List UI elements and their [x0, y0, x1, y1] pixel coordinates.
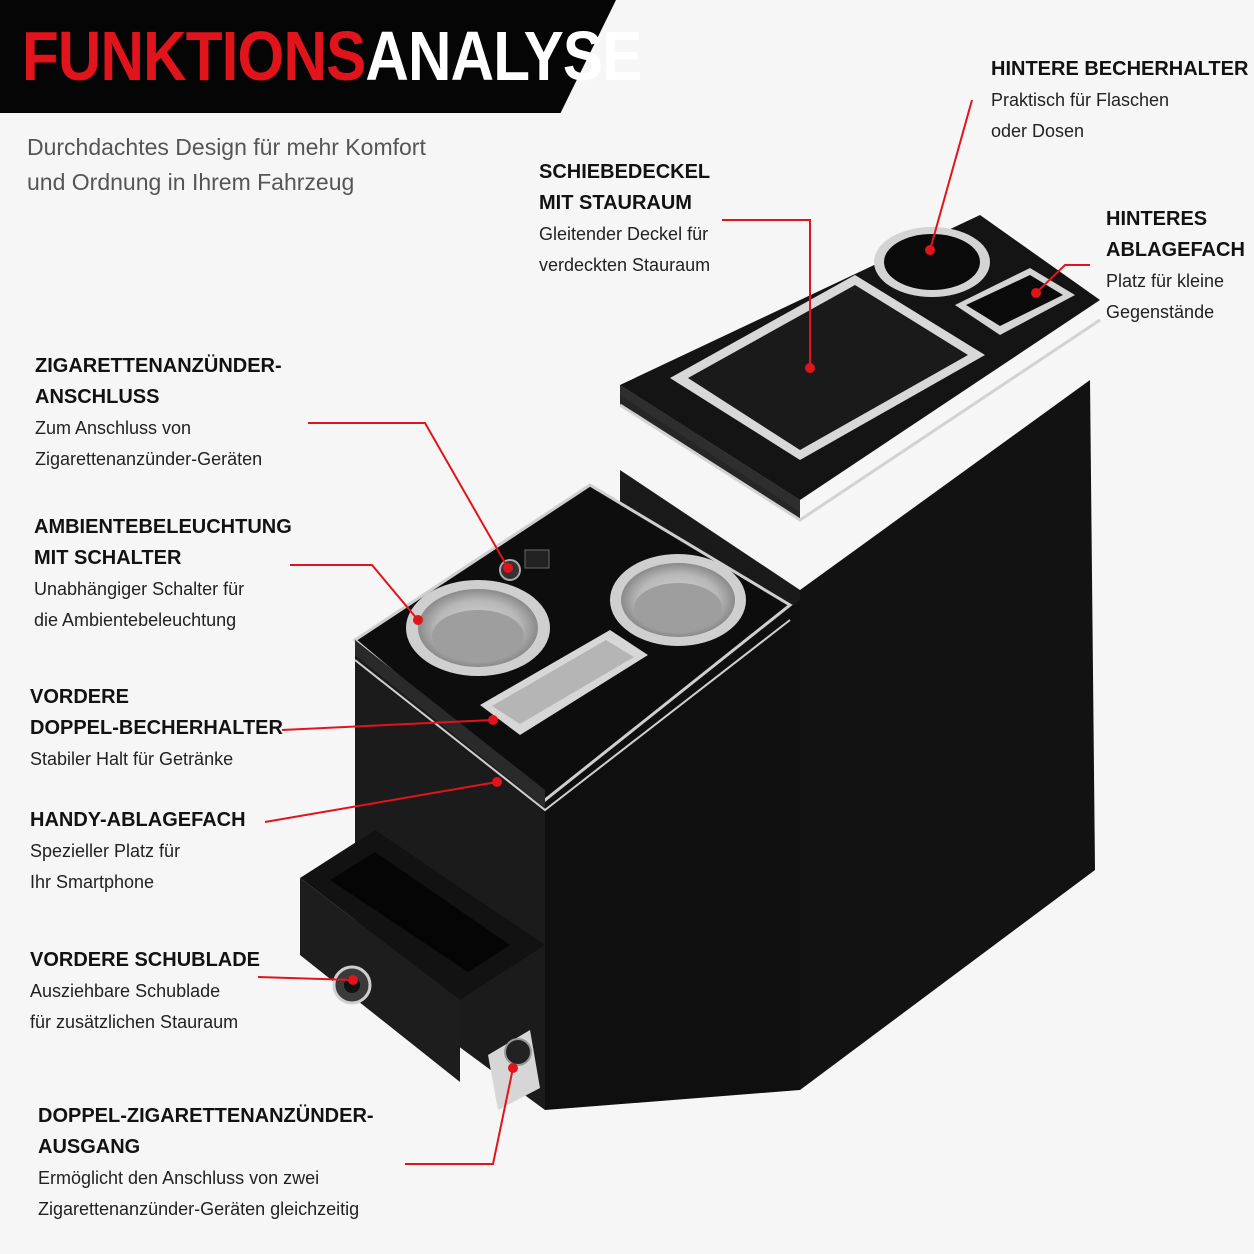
- callout-heading: ZIGARETTENANZÜNDER-: [35, 355, 282, 377]
- callout-heading: MIT SCHALTER: [34, 547, 182, 569]
- callout-description: Praktisch für Flaschen: [991, 90, 1170, 110]
- callout-handy-ablagefach: HANDY-ABLAGEFACH Spezieller Platz für Ih…: [30, 805, 246, 898]
- callout-doppel-zigarettenanzuender-ausgang: DOPPEL-ZIGARETTENANZÜNDER- AUSGANG Ermög…: [38, 1101, 374, 1225]
- callout-heading: ABLAGEFACH: [1106, 239, 1245, 261]
- line-zigarettenanzuender: [308, 422, 509, 569]
- line-doppel-becherhalter: [281, 719, 494, 731]
- line-schublade: [257, 976, 354, 981]
- front-drawer: [300, 830, 545, 1082]
- callout-heading: HINTERE BECHERHALTER: [991, 58, 1249, 80]
- callout-description: Unabhängiger Schalter für: [34, 579, 245, 599]
- callout-ambientebeleuchtung: AMBIENTEBELEUCHTUNG MIT SCHALTER Unabhän…: [34, 512, 292, 636]
- callout-lines: [257, 99, 1090, 1165]
- callout-heading: DOPPEL-ZIGARETTENANZÜNDER-: [38, 1105, 374, 1127]
- callout-heading: VORDERE: [30, 686, 129, 708]
- title-part-red: FUNKTIONS: [22, 17, 366, 95]
- line-schiebedeckel: [722, 219, 811, 368]
- callout-heading: VORDERE SCHUBLADE: [30, 949, 261, 971]
- callout-description: Zum Anschluss von: [35, 418, 192, 438]
- line-doppel-ausgang: [405, 1067, 514, 1165]
- line-hintere-becherhalter: [929, 99, 973, 251]
- rear-lid: [619, 215, 1101, 522]
- callout-description: Zigarettenanzünder-Geräten: [35, 449, 263, 469]
- sliding-lid-tray: [670, 275, 985, 460]
- callout-description: für zusätzlichen Stauraum: [30, 1012, 239, 1032]
- callout-hinteres-ablagefach: HINTERES ABLAGEFACH Platz für kleine Geg…: [1106, 204, 1245, 328]
- page-title: FUNKTIONSANALYSE: [22, 14, 642, 98]
- title-banner: [0, 0, 616, 113]
- phone-tray: [480, 630, 648, 735]
- page-subtitle: Durchdachtes Design für mehr Komfort und…: [27, 130, 527, 200]
- callout-dots: [348, 245, 1041, 1073]
- callout-hintere-becherhalter: HINTERE BECHERHALTER Praktisch für Flasc…: [991, 54, 1248, 147]
- drawer-socket: [332, 965, 372, 1005]
- callout-heading: AUSGANG: [38, 1136, 141, 1158]
- callout-description: Gegenstände: [1106, 302, 1215, 322]
- callout-heading: AMBIENTEBELEUCHTUNG: [34, 516, 292, 538]
- callout-vordere-schublade: VORDERE SCHUBLADE Ausziehbare Schublade …: [30, 945, 260, 1038]
- callout-description: Ermöglicht den Anschluss von zwei: [38, 1168, 320, 1188]
- subtitle-line-2: und Ordnung in Ihrem Fahrzeug: [27, 169, 355, 195]
- callout-description: Platz für kleine: [1106, 271, 1225, 291]
- callout-description: Zigarettenanzünder-Geräten gleichzeitig: [38, 1199, 360, 1219]
- callout-description: Spezieller Platz für: [30, 841, 181, 861]
- callout-description: Stabiler Halt für Getränke: [30, 749, 234, 769]
- callout-description: Gleitender Deckel für: [539, 224, 709, 244]
- callout-description: oder Dosen: [991, 121, 1085, 141]
- callout-vordere-doppel-becherhalter: VORDERE DOPPEL-BECHERHALTER Stabiler Hal…: [30, 682, 283, 775]
- title-part-white: ANALYSE: [365, 17, 642, 95]
- front-cup-holder-right: [610, 554, 746, 646]
- callout-schiebedeckel: SCHIEBEDECKEL MIT STAURAUM Gleitender De…: [539, 157, 710, 281]
- subtitle-line-1: Durchdachtes Design für mehr Komfort: [27, 134, 426, 160]
- callout-zigarettenanzuender-anschluss: ZIGARETTENANZÜNDER- ANSCHLUSS Zum Anschl…: [35, 351, 282, 475]
- callout-description: Ausziehbare Schublade: [30, 981, 221, 1001]
- rear-cup-holder: [874, 227, 990, 297]
- callout-heading: MIT STAURAUM: [539, 192, 692, 214]
- callout-description: verdeckten Stauraum: [539, 255, 711, 275]
- callout-heading: HINTERES: [1106, 208, 1208, 230]
- line-ambiente: [290, 564, 419, 621]
- callout-description: Ihr Smartphone: [30, 872, 155, 892]
- callout-heading: HANDY-ABLAGEFACH: [30, 809, 246, 831]
- line-hinteres-ablagefach: [1035, 264, 1090, 294]
- front-cup-holder-left: [406, 580, 550, 676]
- front-top-tray: [352, 483, 793, 812]
- callout-heading: ANSCHLUSS: [35, 386, 160, 408]
- callout-heading: SCHIEBEDECKEL: [539, 161, 711, 183]
- callout-description: die Ambientebeleuchtung: [34, 610, 237, 630]
- line-handy: [264, 781, 498, 823]
- callout-heading: DOPPEL-BECHERHALTER: [30, 717, 283, 739]
